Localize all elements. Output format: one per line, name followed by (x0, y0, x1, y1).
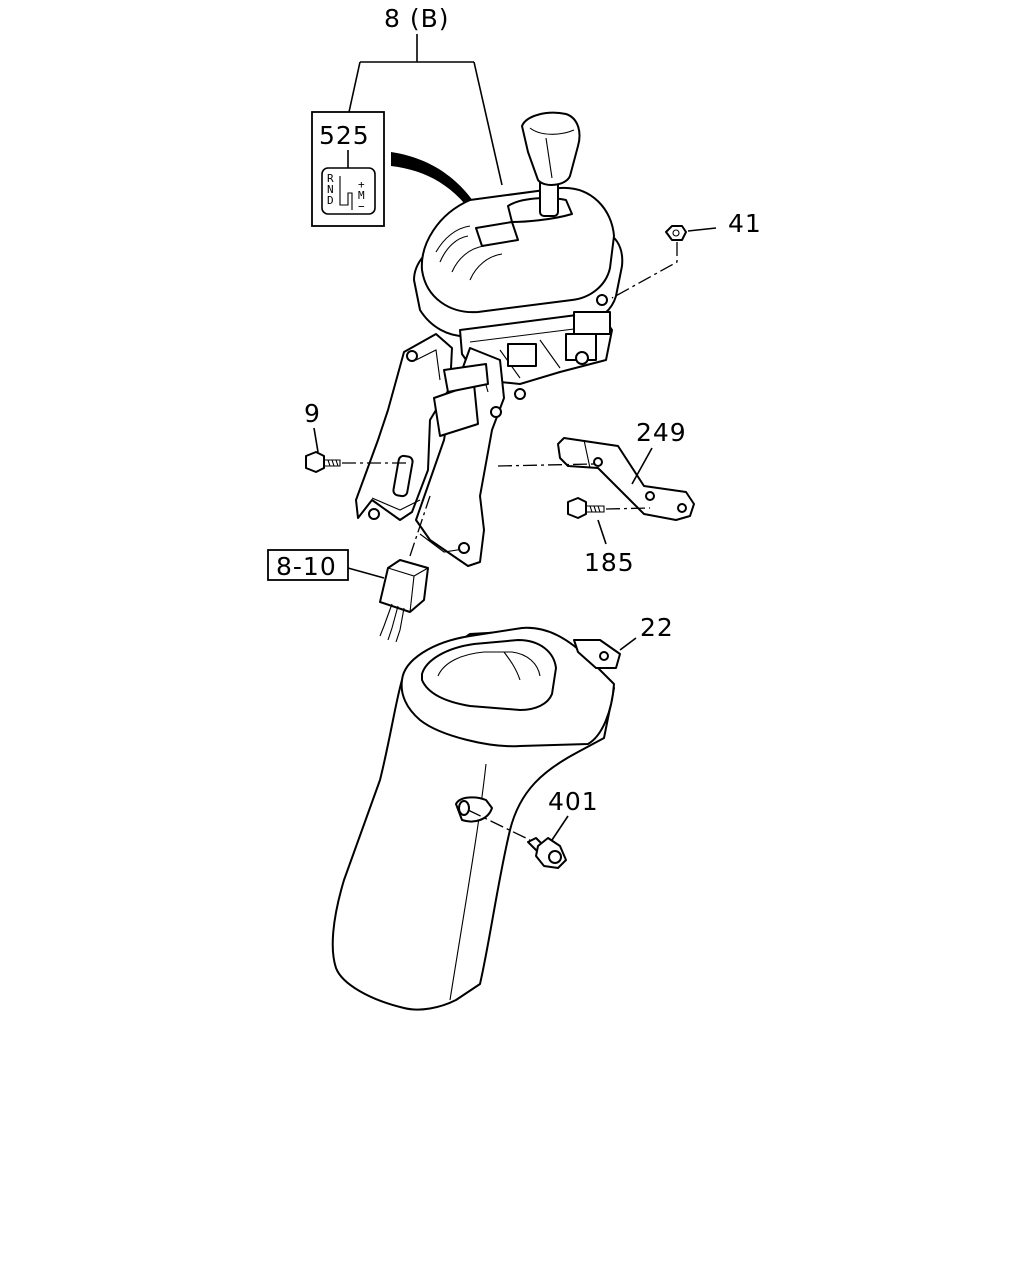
console-cover-22: 22 (331, 613, 674, 1011)
mounting-frame (355, 333, 526, 567)
callout-401: 401 (548, 787, 599, 816)
shift-pattern-plate (321, 167, 376, 215)
connector-8-10: 8-10 (267, 495, 431, 643)
bolt-185: 185 (567, 497, 651, 577)
shift-label-m: M (358, 189, 365, 202)
label-525-box: 525 R N D + M − (311, 111, 385, 227)
shift-knob (521, 111, 581, 217)
callout-525: 525 (319, 121, 370, 150)
callout-249: 249 (636, 418, 687, 447)
shift-label-d: D (327, 194, 334, 207)
callout-185: 185 (584, 548, 635, 577)
callout-9: 9 (304, 399, 321, 428)
shifter-housing (413, 186, 624, 385)
callout-41: 41 (728, 209, 762, 238)
nut-41: 41 (611, 209, 762, 299)
clip-401: 401 (467, 787, 599, 869)
shift-label-r: R (327, 172, 334, 185)
gate-pattern (339, 176, 353, 210)
callout-8-10: 8-10 (276, 552, 337, 581)
label-pointer-arrow (391, 152, 484, 222)
shift-label-plus: + (358, 178, 365, 191)
bracket-249: 249 (497, 418, 695, 521)
assembly-callout: 8 (B) (348, 4, 503, 186)
shift-label-minus: − (358, 200, 365, 213)
bolt-9: 9 (304, 399, 406, 473)
callout-22: 22 (640, 613, 674, 642)
shift-label-n: N (327, 183, 334, 196)
callout-8b: 8 (B) (384, 4, 450, 33)
